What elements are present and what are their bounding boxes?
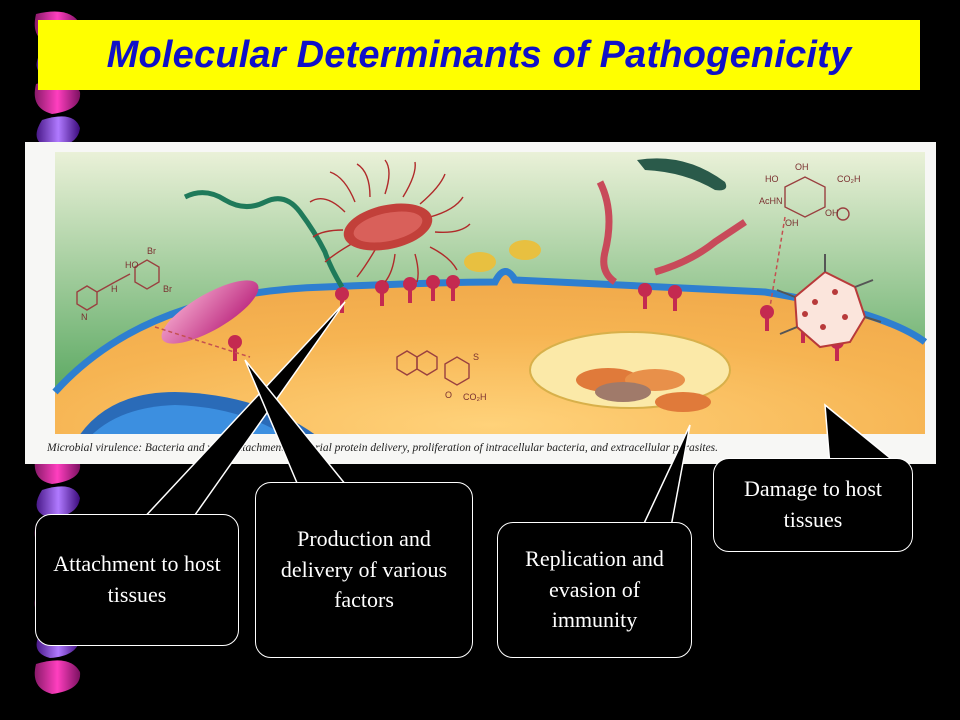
piliated-bacterium-icon: [309, 159, 471, 283]
pointer-damage: [824, 403, 903, 467]
svg-text:CO₂H: CO₂H: [837, 174, 861, 184]
svg-text:OH: OH: [825, 208, 839, 218]
mitochondrion-icon: [529, 331, 731, 409]
svg-text:Br: Br: [163, 284, 172, 294]
callout-production-text: Production and delivery of various facto…: [280, 525, 448, 613]
callout-attachment: Attachment to host tissues: [35, 514, 239, 646]
svg-text:O: O: [445, 390, 452, 400]
svg-text:H: H: [111, 284, 118, 294]
callout-production: Production and delivery of various facto…: [255, 482, 473, 658]
title-banner: Molecular Determinants of Pathogenicity: [38, 20, 920, 90]
svg-text:AcHN: AcHN: [759, 196, 783, 206]
svg-text:HO: HO: [125, 260, 139, 270]
callout-damage: Damage to host tissues: [713, 458, 913, 552]
svg-text:OH: OH: [795, 162, 809, 172]
callout-replication-text: Replication and evasion of immunity: [525, 545, 664, 633]
callout-replication: Replication and evasion of immunity: [497, 522, 692, 658]
pathogenicity-illustration: Br Br HO N H CO₂H S O OH HO CO₂H AcHN OH…: [25, 142, 936, 464]
svg-text:CO₂H: CO₂H: [463, 392, 487, 402]
svg-text:S: S: [473, 352, 479, 362]
callout-damage-text: Damage to host tissues: [743, 476, 883, 532]
svg-text:OH: OH: [785, 218, 799, 228]
chemical-labels: Br Br HO N H CO₂H S O OH HO CO₂H AcHN OH…: [81, 162, 861, 402]
virus-icon: [793, 270, 867, 349]
svg-text:Br: Br: [147, 246, 156, 256]
flagellum: [183, 190, 345, 289]
illustration-canvas: Br Br HO N H CO₂H S O OH HO CO₂H AcHN OH…: [25, 152, 936, 464]
chemical-structure-icon: [76, 176, 850, 386]
slide-title: Molecular Determinants of Pathogenicity: [106, 33, 852, 76]
callout-attachment-text: Attachment to host tissues: [53, 551, 221, 607]
flagellate-icon: [637, 158, 727, 191]
pointer-production: [244, 359, 352, 491]
svg-text:HO: HO: [765, 174, 779, 184]
pointer-replication: [638, 424, 691, 533]
bacterium-icon: [161, 280, 259, 344]
svg-text:N: N: [81, 312, 88, 322]
